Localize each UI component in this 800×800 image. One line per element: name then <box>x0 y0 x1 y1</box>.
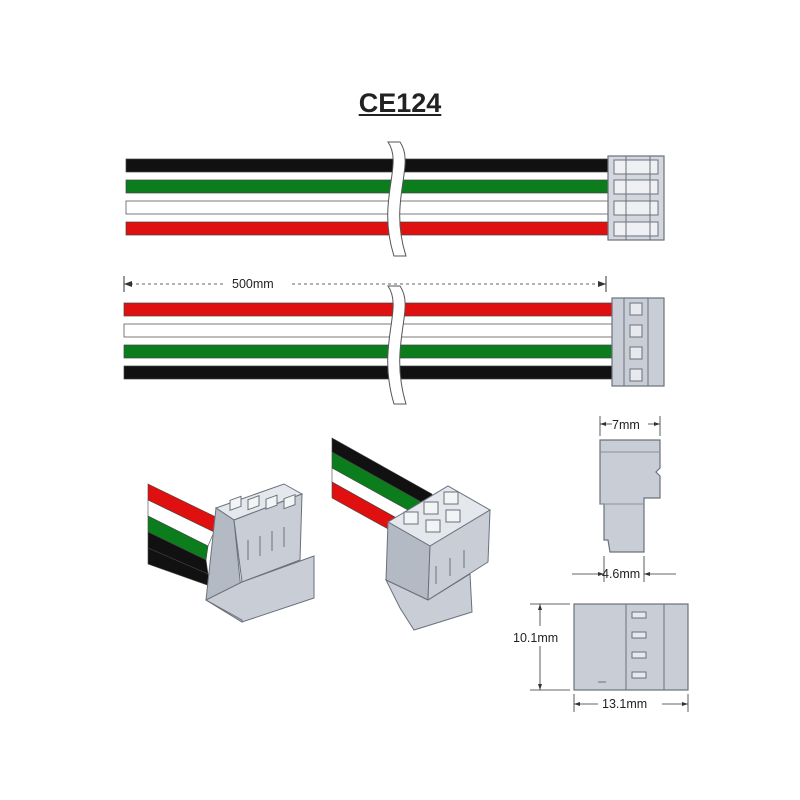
iso-left-connector <box>204 483 315 623</box>
top-view <box>125 141 665 257</box>
length-dimension: 500mm <box>123 276 607 292</box>
iso-left-wires <box>147 483 223 587</box>
side-view: 500mm <box>123 276 665 405</box>
side-view-wires <box>123 302 617 380</box>
length-label-connector: 13.1mm <box>602 697 647 711</box>
diagram-title: CE124 <box>358 88 442 118</box>
iso-view-right <box>331 437 491 631</box>
side-break-mark <box>387 285 407 405</box>
width-label: 7mm <box>612 418 640 432</box>
top-break-mark <box>387 141 407 257</box>
depth-label: 4.6mm <box>602 567 640 581</box>
iso-right-connector <box>384 485 491 631</box>
side-wire-green <box>123 344 617 359</box>
side-wire-red <box>123 302 617 317</box>
side-connector <box>611 297 665 387</box>
height-label: 10.1mm <box>513 631 558 645</box>
top-connector <box>607 155 665 241</box>
side-wire-white <box>123 323 617 338</box>
front-view: 10.1mm 13.1mm <box>513 603 689 712</box>
profile-view: 7mm 4.6mm <box>572 416 676 582</box>
iso-view-left <box>147 483 315 623</box>
length-label: 500mm <box>232 277 274 291</box>
side-wire-black <box>123 365 617 380</box>
